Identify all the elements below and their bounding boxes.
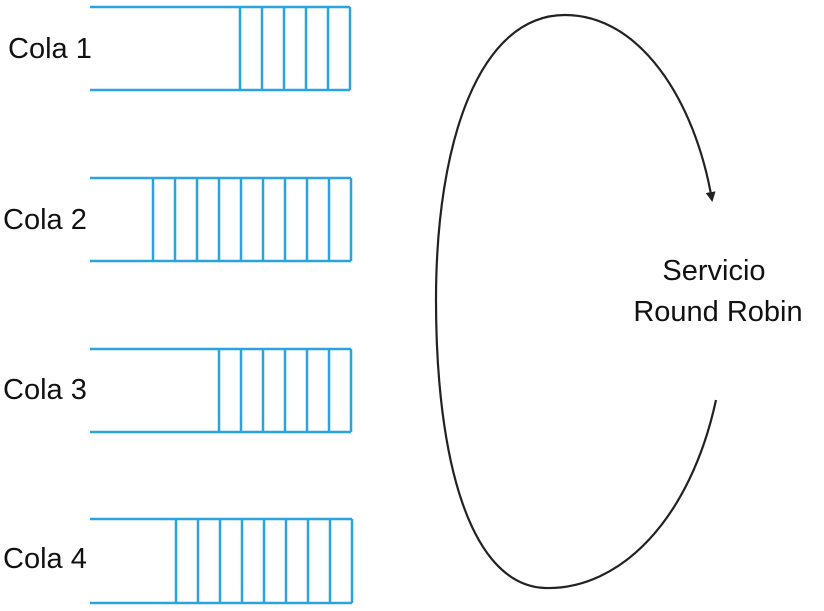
queue-2 <box>90 176 353 263</box>
service-label-line-1: Servicio <box>662 255 765 287</box>
queue-label-4: Cola 4 <box>3 543 87 575</box>
queue-label-2: Cola 2 <box>3 204 87 236</box>
queue-1 <box>90 5 352 92</box>
service-label-line-2: Round Robin <box>633 296 802 328</box>
queue-label-3: Cola 3 <box>3 374 87 406</box>
queue-4 <box>90 517 354 605</box>
queue-label-1: Cola 1 <box>8 33 92 65</box>
round-robin-loop-arrow <box>434 13 718 590</box>
queue-3 <box>90 347 353 434</box>
